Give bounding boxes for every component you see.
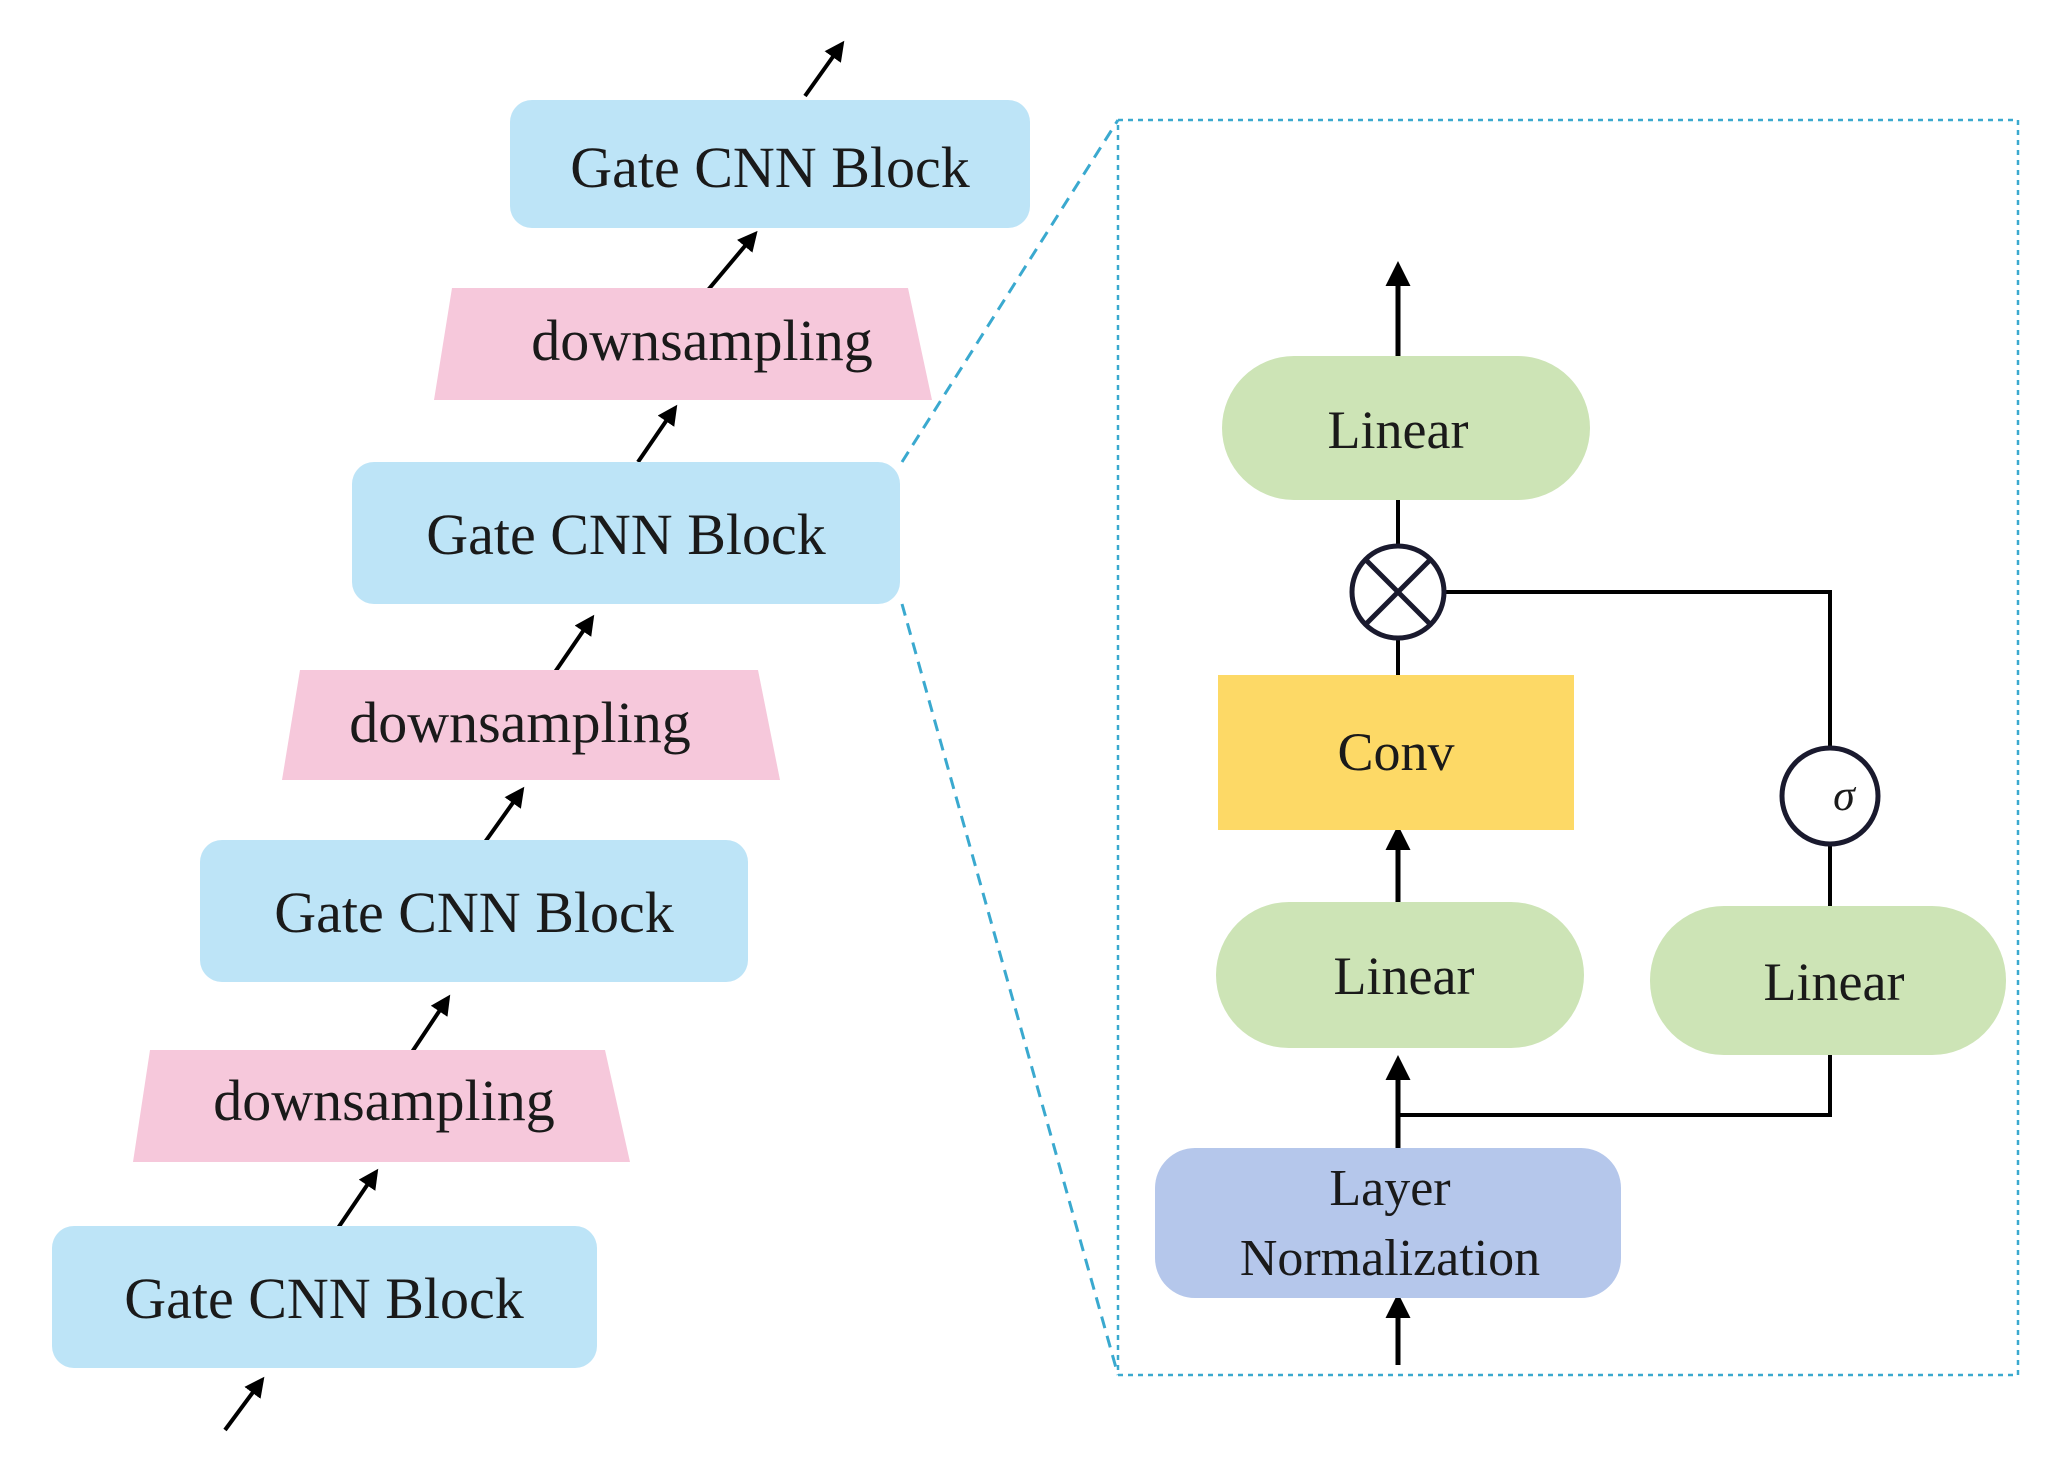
- linear-left: Linear: [1216, 902, 1584, 1048]
- gate-cnn-block-label: Gate CNN Block: [570, 135, 970, 200]
- conv-label: Conv: [1337, 722, 1454, 782]
- downsampling-label: downsampling: [349, 690, 691, 755]
- linear-top: Linear: [1222, 356, 1590, 500]
- downsampling-label: downsampling: [531, 308, 873, 373]
- stack-arrow-output: [803, 40, 845, 98]
- detail-frame: [1116, 118, 2020, 1377]
- stack-arrow: [483, 786, 525, 844]
- layer-norm-label-line1: Layer: [1329, 1160, 1450, 1217]
- gate-cnn-block-3: Gate CNN Block: [352, 462, 900, 604]
- downsampling-2: downsampling: [282, 670, 780, 780]
- linear-right: Linear: [1650, 906, 2006, 1055]
- downsampling-label: downsampling: [213, 1068, 555, 1133]
- conv-block: Conv: [1218, 675, 1574, 830]
- linear-left-label: Linear: [1334, 946, 1475, 1006]
- gate-cnn-block-label: Gate CNN Block: [274, 880, 674, 945]
- gate-cnn-block-label: Gate CNN Block: [426, 502, 826, 567]
- stack-arrow: [706, 230, 758, 292]
- linear-top-label: Linear: [1328, 400, 1469, 460]
- zoom-connector-bottom: [900, 603, 1120, 1376]
- zoom-connector-top: [900, 119, 1120, 463]
- linear-right-label: Linear: [1764, 952, 1905, 1012]
- gate-sigma-to-mult: [1446, 590, 1832, 748]
- gate-cnn-block-2: Gate CNN Block: [200, 840, 748, 982]
- stack-arrow: [553, 614, 595, 674]
- downsampling-3: downsampling: [434, 288, 932, 400]
- stack-arrow-input: [223, 1376, 265, 1432]
- gate-cnn-block-4: Gate CNN Block: [510, 100, 1030, 228]
- stack-arrow: [408, 994, 451, 1057]
- gate-cnn-block-1: Gate CNN Block: [52, 1226, 597, 1368]
- downsampling-1: downsampling: [133, 1050, 630, 1162]
- stack-arrow: [336, 1168, 379, 1230]
- sigma-label: σ: [1833, 771, 1857, 820]
- multiply-node: [1349, 543, 1447, 641]
- sigma-node: σ: [1779, 745, 1881, 847]
- gate-cnn-block-label: Gate CNN Block: [124, 1266, 524, 1331]
- layer-norm-label-line2: Normalization: [1240, 1230, 1540, 1287]
- gate-branch-bottom: [1398, 1055, 1832, 1117]
- stack-arrow: [636, 404, 678, 464]
- layer-normalization: Layer Normalization: [1155, 1148, 1621, 1298]
